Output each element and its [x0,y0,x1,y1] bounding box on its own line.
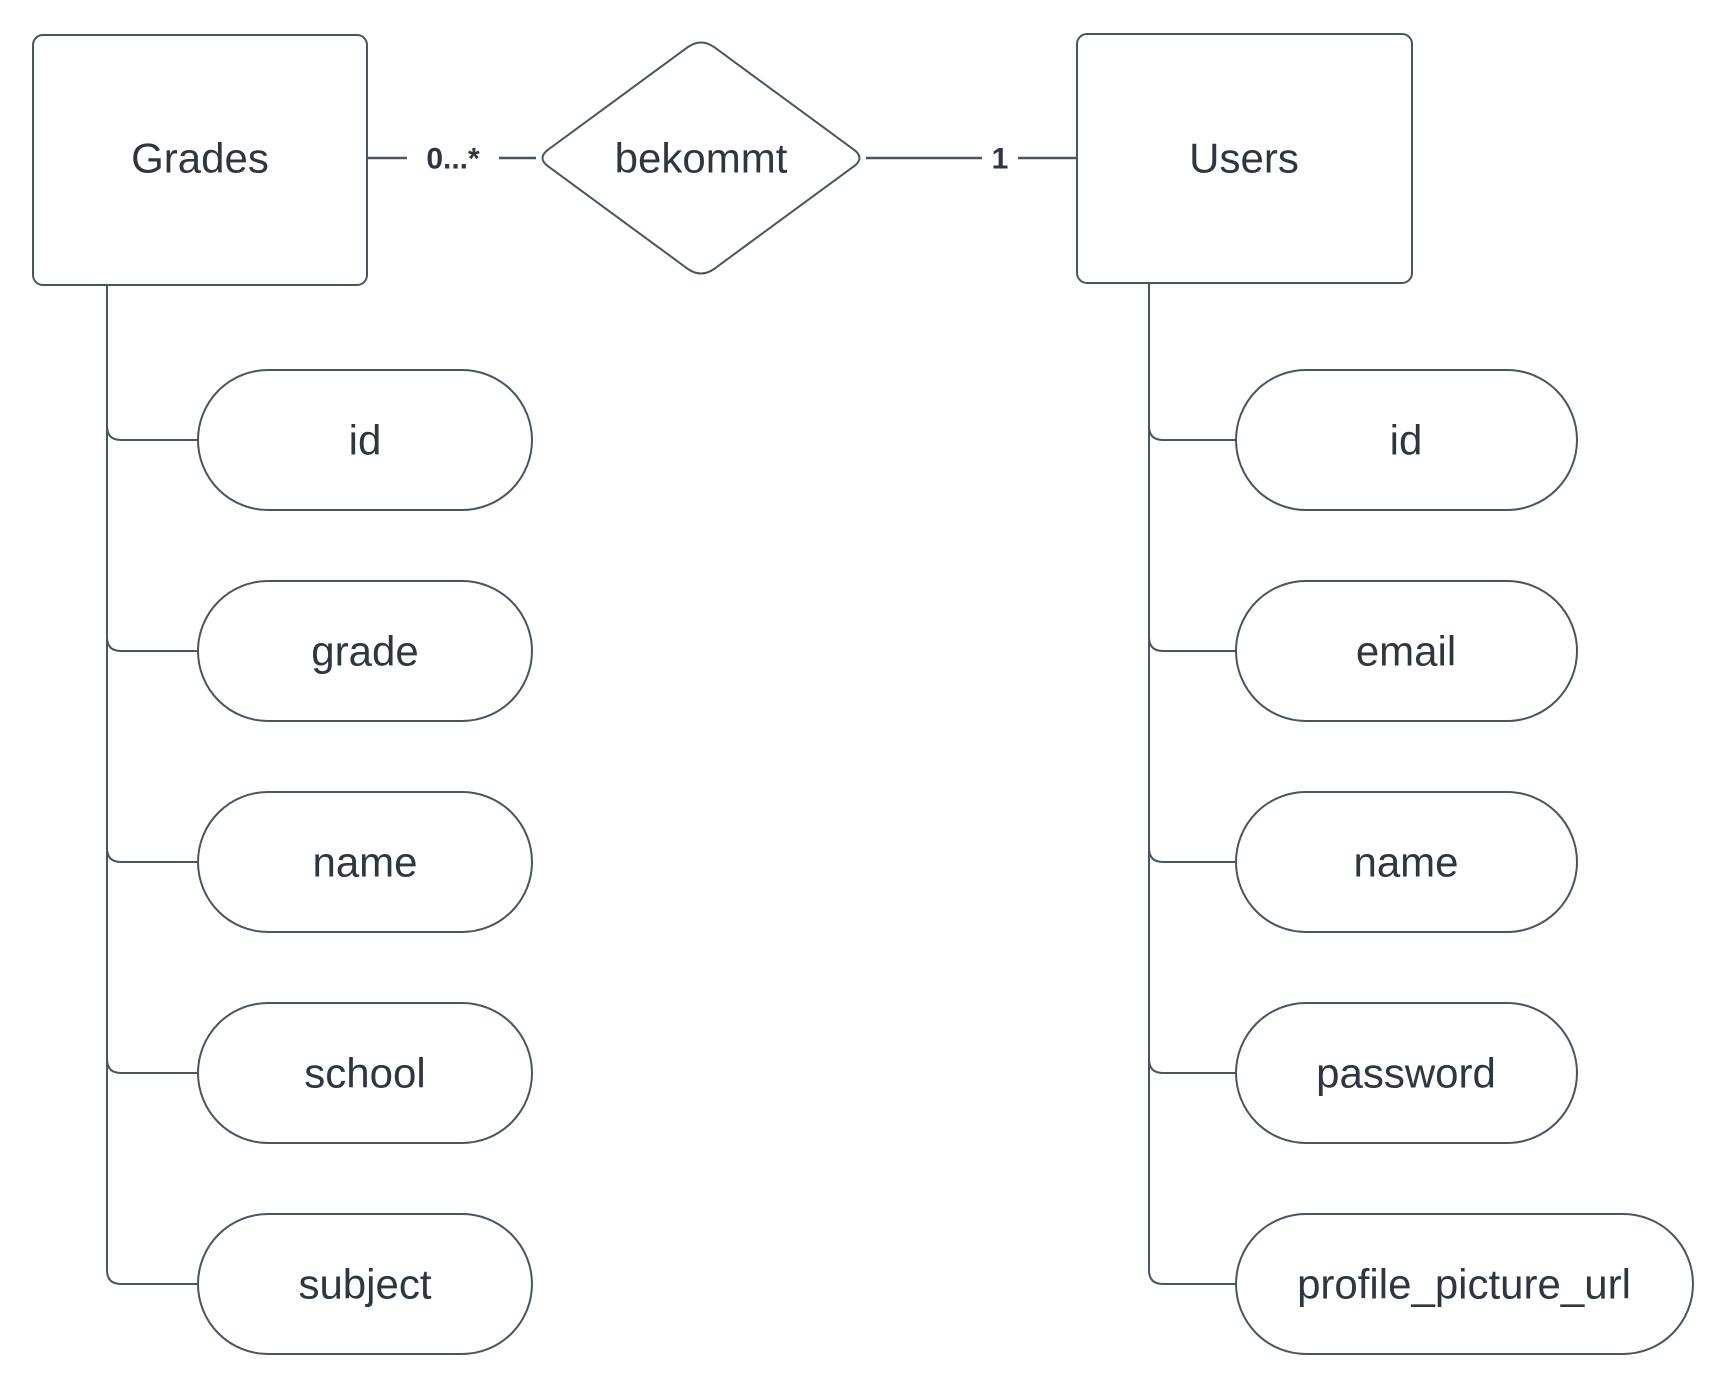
connector-users-name [1148,847,1236,863]
attribute-users-email-label: email [1356,628,1456,675]
entity-users-label: Users [1189,135,1299,182]
attribute-users-email [1235,580,1578,722]
attribute-grades-name-label: name [312,839,417,886]
entity-users [1076,33,1413,284]
attribute-grades-subject-label: subject [298,1261,431,1308]
connector-users-profile-picture-url [1148,1269,1236,1285]
attribute-users-name [1235,791,1578,933]
attribute-users-profile-picture-url [1235,1213,1694,1355]
connector-users-email [1148,636,1236,652]
attribute-grades-id [197,369,533,511]
attribute-users-password-label: password [1316,1050,1496,1097]
connector-users-password [1148,1058,1236,1074]
users-attributes: id email name password profile_picture_u… [1235,369,1694,1355]
attribute-grades-school-label: school [304,1050,425,1097]
attribute-users-id-label: id [1390,417,1423,464]
connector-grades-grade [106,636,198,652]
attribute-grades-school [197,1002,533,1144]
cardinality-left-label: 0...* [426,143,480,176]
attribute-users-password [1235,1002,1578,1144]
attribute-grades-grade [197,580,533,722]
attribute-grades-subject [197,1213,533,1355]
grades-attributes: id grade name school subject [197,369,533,1355]
grades-attribute-tree [106,285,198,1285]
entity-grades-label: Grades [131,135,269,182]
attribute-grades-name [197,791,533,933]
attribute-grades-grade-label: grade [311,628,418,675]
relationship-diamond [541,41,861,275]
cardinality-right-bg [982,140,1018,176]
connector-grades-subject [106,1269,198,1285]
cardinality-left-bg [407,140,499,176]
cardinality-right-label: 1 [992,143,1009,176]
relationship-label: bekommt [615,135,788,182]
connector-grades-id [106,425,198,441]
connector-grades-name [106,847,198,863]
connector-users-id [1148,425,1236,441]
attribute-grades-id-label: id [349,417,382,464]
attribute-users-id [1235,369,1578,511]
attribute-users-profile-picture-url-label: profile_picture_url [1297,1261,1631,1308]
users-attribute-tree [1148,283,1236,1285]
attribute-users-name-label: name [1353,839,1458,886]
connector-grades-school [106,1058,198,1074]
entity-grades [32,34,368,286]
